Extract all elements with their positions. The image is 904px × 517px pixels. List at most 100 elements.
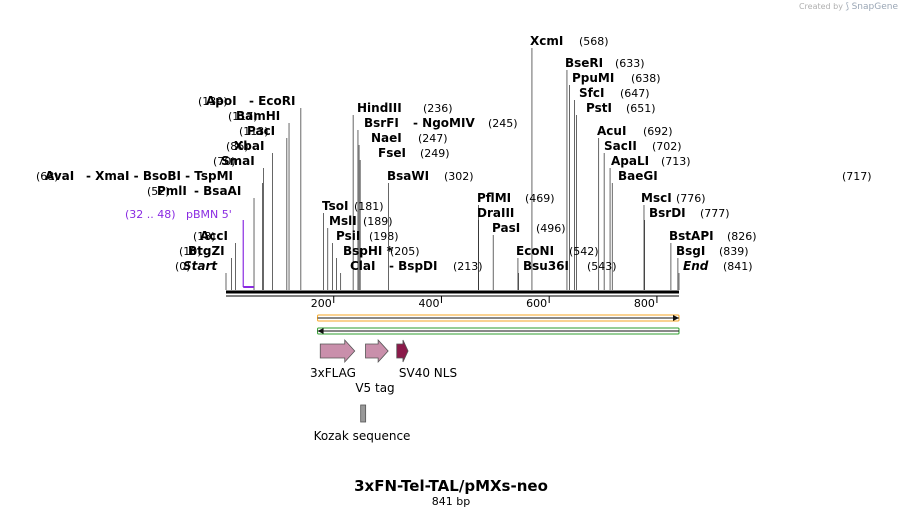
site-position: (496): [536, 222, 566, 235]
site-name: BsaWI: [387, 169, 429, 183]
site-position: (86): [226, 140, 249, 153]
site-alias: - XmaI - BsoBI - TspMI: [86, 169, 233, 183]
site-name: Start: [183, 259, 218, 273]
feature-arrow: [319, 338, 356, 364]
site-name: XcmI: [530, 34, 563, 48]
site-position: (247): [418, 132, 448, 145]
site-alias: - NgoMIV: [413, 116, 475, 130]
ruler-tick-label: 600: [526, 297, 547, 310]
site-position: (692): [643, 125, 673, 138]
site-name: BamHI: [236, 109, 280, 123]
feature-box: [360, 404, 367, 423]
site-name: BtgZI: [188, 244, 225, 258]
site-name: ClaI: [350, 259, 375, 273]
plasmid-name: 3xFN-Tel-TAL/pMXs-neo: [354, 477, 548, 495]
site-name: BspHI *: [343, 244, 394, 258]
primer-label: pBMN 5': [186, 208, 232, 221]
site-alias: - BsaAI: [194, 184, 241, 198]
feature-arrow: [396, 339, 409, 363]
feature-label: SV40 NLS: [399, 366, 457, 380]
credit-brand: SnapGene: [851, 2, 898, 12]
site-position: (236): [423, 102, 453, 115]
site-position: (139): [198, 95, 228, 108]
site-name: TsoI: [322, 199, 348, 213]
site-position: (52): [147, 185, 170, 198]
site-name: BsgI: [676, 244, 705, 258]
site-name: EcoNI: [516, 244, 554, 258]
site-name: AccI: [200, 229, 228, 243]
site-position: (841): [723, 260, 753, 273]
site-name: PstI: [586, 101, 612, 115]
site-name: ApoI: [206, 94, 237, 108]
site-position: (839): [719, 245, 749, 258]
site-position: (205): [390, 245, 420, 258]
site-name: End: [683, 259, 709, 273]
ruler-tick-label: 400: [418, 297, 439, 310]
feature-label: 3xFLAG: [310, 366, 356, 380]
site-name: SacII: [604, 139, 637, 153]
orf-arrowhead: [673, 315, 679, 321]
snapgene-logo-icon: ⟆: [845, 2, 850, 12]
site-name: BsrFI: [364, 116, 399, 130]
snapgene-credit: Created by ⟆ SnapGene: [799, 2, 898, 12]
orf-group: [317, 314, 680, 335]
site-position: (568): [579, 35, 609, 48]
site-name: AcuI: [597, 124, 626, 138]
credit-prefix: Created by: [798, 2, 843, 11]
site-position: (249): [420, 147, 450, 160]
site-position: (70): [213, 155, 236, 168]
site-position: (117): [228, 110, 258, 123]
site-position: (0): [175, 260, 191, 273]
site-name: ApaLI: [611, 154, 649, 168]
site-name: PpuMI: [572, 71, 614, 85]
restriction-sites: (0)Start(10)BtgZI(18)AccI (52)PmlI - BsaAI…: [36, 34, 872, 290]
site-position: (651): [626, 102, 656, 115]
site-name: BstAPI: [669, 229, 714, 243]
site-position: (638): [631, 72, 661, 85]
site-position: (181): [354, 200, 384, 213]
site-position: (543): [587, 260, 617, 273]
ruler-tick-label: 200: [311, 297, 332, 310]
site-name: MscI: [641, 191, 672, 205]
site-position: (18): [193, 230, 216, 243]
site-position: (542): [569, 245, 599, 258]
site-position: (633): [615, 57, 645, 70]
site-position: (189): [363, 215, 393, 228]
primer-group: (32 .. 48) pBMN 5': [125, 208, 254, 288]
site-position: (776): [676, 192, 706, 205]
primer-range: (32 .. 48): [125, 208, 176, 221]
feature-label: Kozak sequence: [314, 429, 411, 443]
site-name: PacI: [247, 124, 275, 138]
site-position: (198): [369, 230, 399, 243]
site-name: DraIII: [477, 206, 514, 220]
site-position: (113): [239, 125, 269, 138]
site-name: BaeGI: [618, 169, 658, 183]
site-name: AvaI: [45, 169, 74, 183]
site-name: PsiI: [336, 229, 360, 243]
site-alias: - BspDI: [389, 259, 437, 273]
site-name: HindIII: [357, 101, 402, 115]
site-alias: - EcoRI: [249, 94, 295, 108]
site-position: (826): [727, 230, 757, 243]
plasmid-length: 841 bp: [432, 495, 470, 508]
site-name: BseRI: [565, 56, 603, 70]
ruler-tick-label: 800: [634, 297, 655, 310]
site-name: PasI: [492, 221, 520, 235]
site-position: (10): [179, 245, 202, 258]
site-name: BsrDI: [649, 206, 686, 220]
site-name: FseI: [378, 146, 406, 160]
orf-arrowhead: [317, 328, 324, 334]
site-name: SfcI: [579, 86, 604, 100]
site-name: PmlI: [157, 184, 187, 198]
site-position: (245): [488, 117, 518, 130]
feature-arrow: [365, 338, 389, 364]
site-name: NaeI: [371, 131, 402, 145]
site-position: (68): [36, 170, 59, 183]
site-name: SmaI: [221, 154, 255, 168]
site-position: (713): [661, 155, 691, 168]
site-position: (647): [620, 87, 650, 100]
site-position: (777): [700, 207, 730, 220]
site-position: (302): [444, 170, 474, 183]
